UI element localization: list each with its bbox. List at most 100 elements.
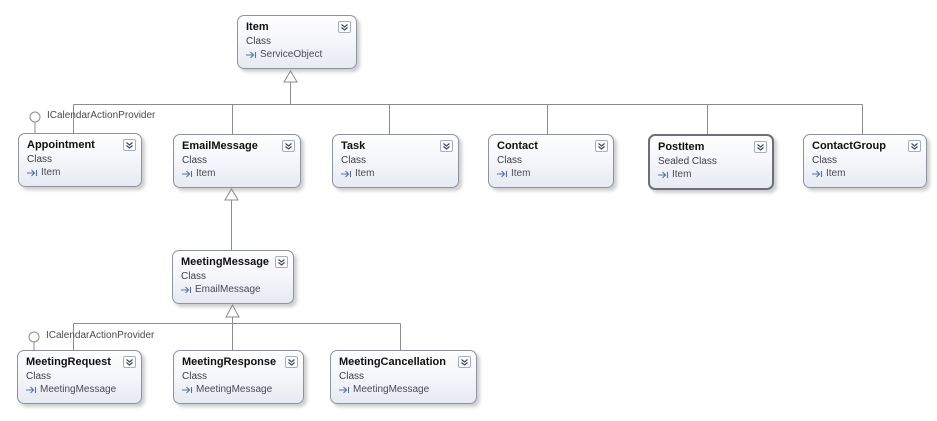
arrow-to-bar-icon xyxy=(341,170,352,178)
arrow-to-bar-icon xyxy=(812,170,823,178)
class-name: PostItem xyxy=(658,141,705,153)
class-name: MeetingRequest xyxy=(26,356,111,368)
collapse-chevron-button[interactable] xyxy=(123,139,136,151)
chevron-double-down-icon xyxy=(443,142,450,150)
collapse-chevron-button[interactable] xyxy=(595,140,608,152)
base-class-name: MeetingMessage xyxy=(40,384,117,395)
class-node-meetingcancellation[interactable]: MeetingCancellation Class MeetingMessage xyxy=(330,350,477,404)
class-name: Contact xyxy=(497,140,538,152)
collapse-chevron-button[interactable] xyxy=(285,356,298,368)
base-class-row: ServiceObject xyxy=(246,49,349,61)
class-kind: Class xyxy=(812,155,838,166)
class-kind: Class xyxy=(497,155,523,166)
base-class-row: MeetingMessage xyxy=(26,384,134,396)
base-class-row: EmailMessage xyxy=(181,284,286,296)
chevron-double-down-icon xyxy=(278,258,285,266)
base-class-name: MeetingMessage xyxy=(353,384,430,395)
chevron-double-down-icon xyxy=(461,358,468,366)
inheritance-bus-bottom xyxy=(73,317,401,350)
lollipop-interface-top xyxy=(29,111,41,133)
class-kind: Class xyxy=(341,155,367,166)
base-class-name: EmailMessage xyxy=(195,284,261,295)
chevron-double-down-icon xyxy=(285,142,292,150)
class-node-emailmessage[interactable]: EmailMessage Class Item xyxy=(173,134,301,188)
chevron-double-down-icon xyxy=(126,141,133,149)
class-kind: Class xyxy=(26,371,52,382)
class-kind: Class xyxy=(246,36,272,47)
class-kind: Class xyxy=(182,155,208,166)
collapse-chevron-button[interactable] xyxy=(123,356,136,368)
chevron-double-down-icon xyxy=(757,143,764,151)
chevron-double-down-icon xyxy=(911,142,918,150)
class-kind: Class xyxy=(339,371,365,382)
inheritance-bus-top xyxy=(73,82,863,134)
arrow-to-bar-icon xyxy=(246,51,257,59)
base-class-name: Item xyxy=(826,168,846,179)
class-name: Item xyxy=(246,21,269,33)
class-name: Appointment xyxy=(27,139,95,151)
base-class-row: Item xyxy=(812,168,919,180)
base-class-row: Item xyxy=(182,168,293,180)
arrow-to-bar-icon xyxy=(182,386,193,394)
collapse-chevron-button[interactable] xyxy=(908,140,921,152)
class-name: ContactGroup xyxy=(812,140,886,152)
arrow-to-bar-icon xyxy=(27,169,38,177)
class-name: MeetingMessage xyxy=(181,256,270,268)
class-kind: Class xyxy=(27,154,53,165)
lollipop-circle-icon[interactable] xyxy=(29,111,41,123)
class-node-postitem[interactable]: PostItem Sealed Class Item xyxy=(648,134,774,190)
class-kind: Class xyxy=(182,371,208,382)
class-node-meetingresponse[interactable]: MeetingResponse Class MeetingMessage xyxy=(173,350,304,404)
class-node-contactgroup[interactable]: ContactGroup Class Item xyxy=(803,134,927,188)
arrow-to-bar-icon xyxy=(339,386,350,394)
arrow-to-bar-icon xyxy=(497,170,508,178)
inheritance-triangle-emailmessage xyxy=(224,188,239,201)
class-kind: Sealed Class xyxy=(658,156,717,167)
arrow-to-bar-icon xyxy=(181,286,192,294)
class-node-contact[interactable]: Contact Class Item xyxy=(488,134,614,188)
interface-label-bottom[interactable]: ICalendarActionProvider xyxy=(46,330,155,341)
base-class-name: Item xyxy=(511,168,531,179)
interface-label-top[interactable]: ICalendarActionProvider xyxy=(47,110,156,121)
class-node-meetingrequest[interactable]: MeetingRequest Class MeetingMessage xyxy=(17,350,142,404)
lollipop-interface-bottom xyxy=(28,331,40,350)
inheritance-triangle-meetingmessage xyxy=(225,303,240,318)
chevron-double-down-icon xyxy=(598,142,605,150)
class-node-appointment[interactable]: Appointment Class Item xyxy=(18,133,142,187)
collapse-chevron-button[interactable] xyxy=(458,356,471,368)
collapse-chevron-button[interactable] xyxy=(338,21,351,33)
class-node-item[interactable]: Item Class ServiceObject xyxy=(237,15,357,69)
chevron-double-down-icon xyxy=(288,358,295,366)
base-class-name: Item xyxy=(672,169,692,180)
collapse-chevron-button[interactable] xyxy=(282,140,295,152)
base-class-row: Item xyxy=(341,168,451,180)
class-name: MeetingResponse xyxy=(182,356,277,368)
collapse-chevron-button[interactable] xyxy=(754,141,767,153)
arrow-to-bar-icon xyxy=(26,386,37,394)
arrow-to-bar-icon xyxy=(182,170,193,178)
arrow-to-bar-icon xyxy=(658,171,669,179)
chevron-double-down-icon xyxy=(126,358,133,366)
base-class-name: Item xyxy=(355,168,375,179)
base-class-name: ServiceObject xyxy=(260,49,323,60)
base-class-row: Item xyxy=(658,169,765,181)
collapse-chevron-button[interactable] xyxy=(275,256,288,268)
base-class-row: Item xyxy=(497,168,606,180)
base-class-row: MeetingMessage xyxy=(339,384,469,396)
class-kind: Class xyxy=(181,271,207,282)
base-class-row: MeetingMessage xyxy=(182,384,296,396)
base-class-name: Item xyxy=(196,168,216,179)
class-name: MeetingCancellation xyxy=(339,356,446,368)
base-class-name: Item xyxy=(41,167,61,178)
class-name: EmailMessage xyxy=(182,140,258,152)
lollipop-circle-icon[interactable] xyxy=(28,331,40,343)
base-class-name: MeetingMessage xyxy=(196,384,273,395)
class-node-task[interactable]: Task Class Item xyxy=(332,134,459,188)
collapse-chevron-button[interactable] xyxy=(440,140,453,152)
class-name: Task xyxy=(341,140,366,152)
base-class-row: Item xyxy=(27,167,134,179)
class-node-meetingmessage[interactable]: MeetingMessage Class EmailMessage xyxy=(172,250,294,304)
inheritance-triangle-item xyxy=(283,70,298,83)
